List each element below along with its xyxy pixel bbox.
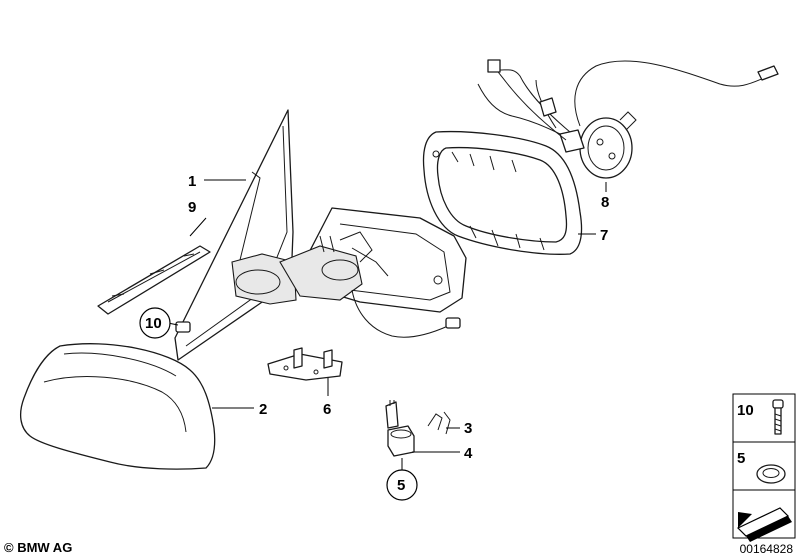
callout-8: 8 bbox=[601, 194, 609, 211]
callout-6: 6 bbox=[323, 401, 331, 418]
mirror-glass-part[interactable] bbox=[174, 109, 294, 361]
callout-10: 10 bbox=[145, 315, 162, 332]
mirror-cap-part[interactable] bbox=[19, 343, 216, 470]
arrow-icon bbox=[736, 507, 792, 542]
legend-panel: 10 5 bbox=[732, 393, 796, 542]
legend-label-5: 5 bbox=[737, 450, 745, 467]
mirror-actuator-part[interactable] bbox=[559, 111, 637, 179]
bracket-part[interactable] bbox=[267, 347, 343, 381]
callout-9: 9 bbox=[188, 199, 196, 216]
mirror-motor-part[interactable] bbox=[279, 207, 467, 313]
clip-part[interactable] bbox=[427, 411, 451, 435]
callout-10-circle bbox=[139, 307, 171, 339]
callout-2: 2 bbox=[259, 401, 267, 418]
wiring-harness bbox=[477, 59, 779, 141]
drawing-number: 00164828 bbox=[739, 542, 793, 556]
legend-label-10: 10 bbox=[737, 402, 754, 419]
mirror-frame-part[interactable] bbox=[422, 130, 583, 255]
callout-5: 5 bbox=[397, 477, 405, 494]
callout-3: 3 bbox=[464, 420, 472, 437]
ring-icon bbox=[756, 464, 786, 484]
callout-4: 4 bbox=[464, 445, 473, 462]
connector-part[interactable] bbox=[385, 400, 415, 457]
mirror-base-part[interactable] bbox=[175, 253, 297, 333]
callout-1: 1 bbox=[188, 173, 196, 190]
callout-5-circle bbox=[386, 469, 418, 501]
motor-cable bbox=[351, 289, 461, 338]
leader-lines bbox=[167, 179, 607, 470]
copyright-text: © BMW AG bbox=[4, 540, 73, 555]
bolt-icon bbox=[772, 399, 784, 435]
heating-element-part[interactable] bbox=[97, 245, 211, 315]
callout-7: 7 bbox=[600, 227, 608, 244]
